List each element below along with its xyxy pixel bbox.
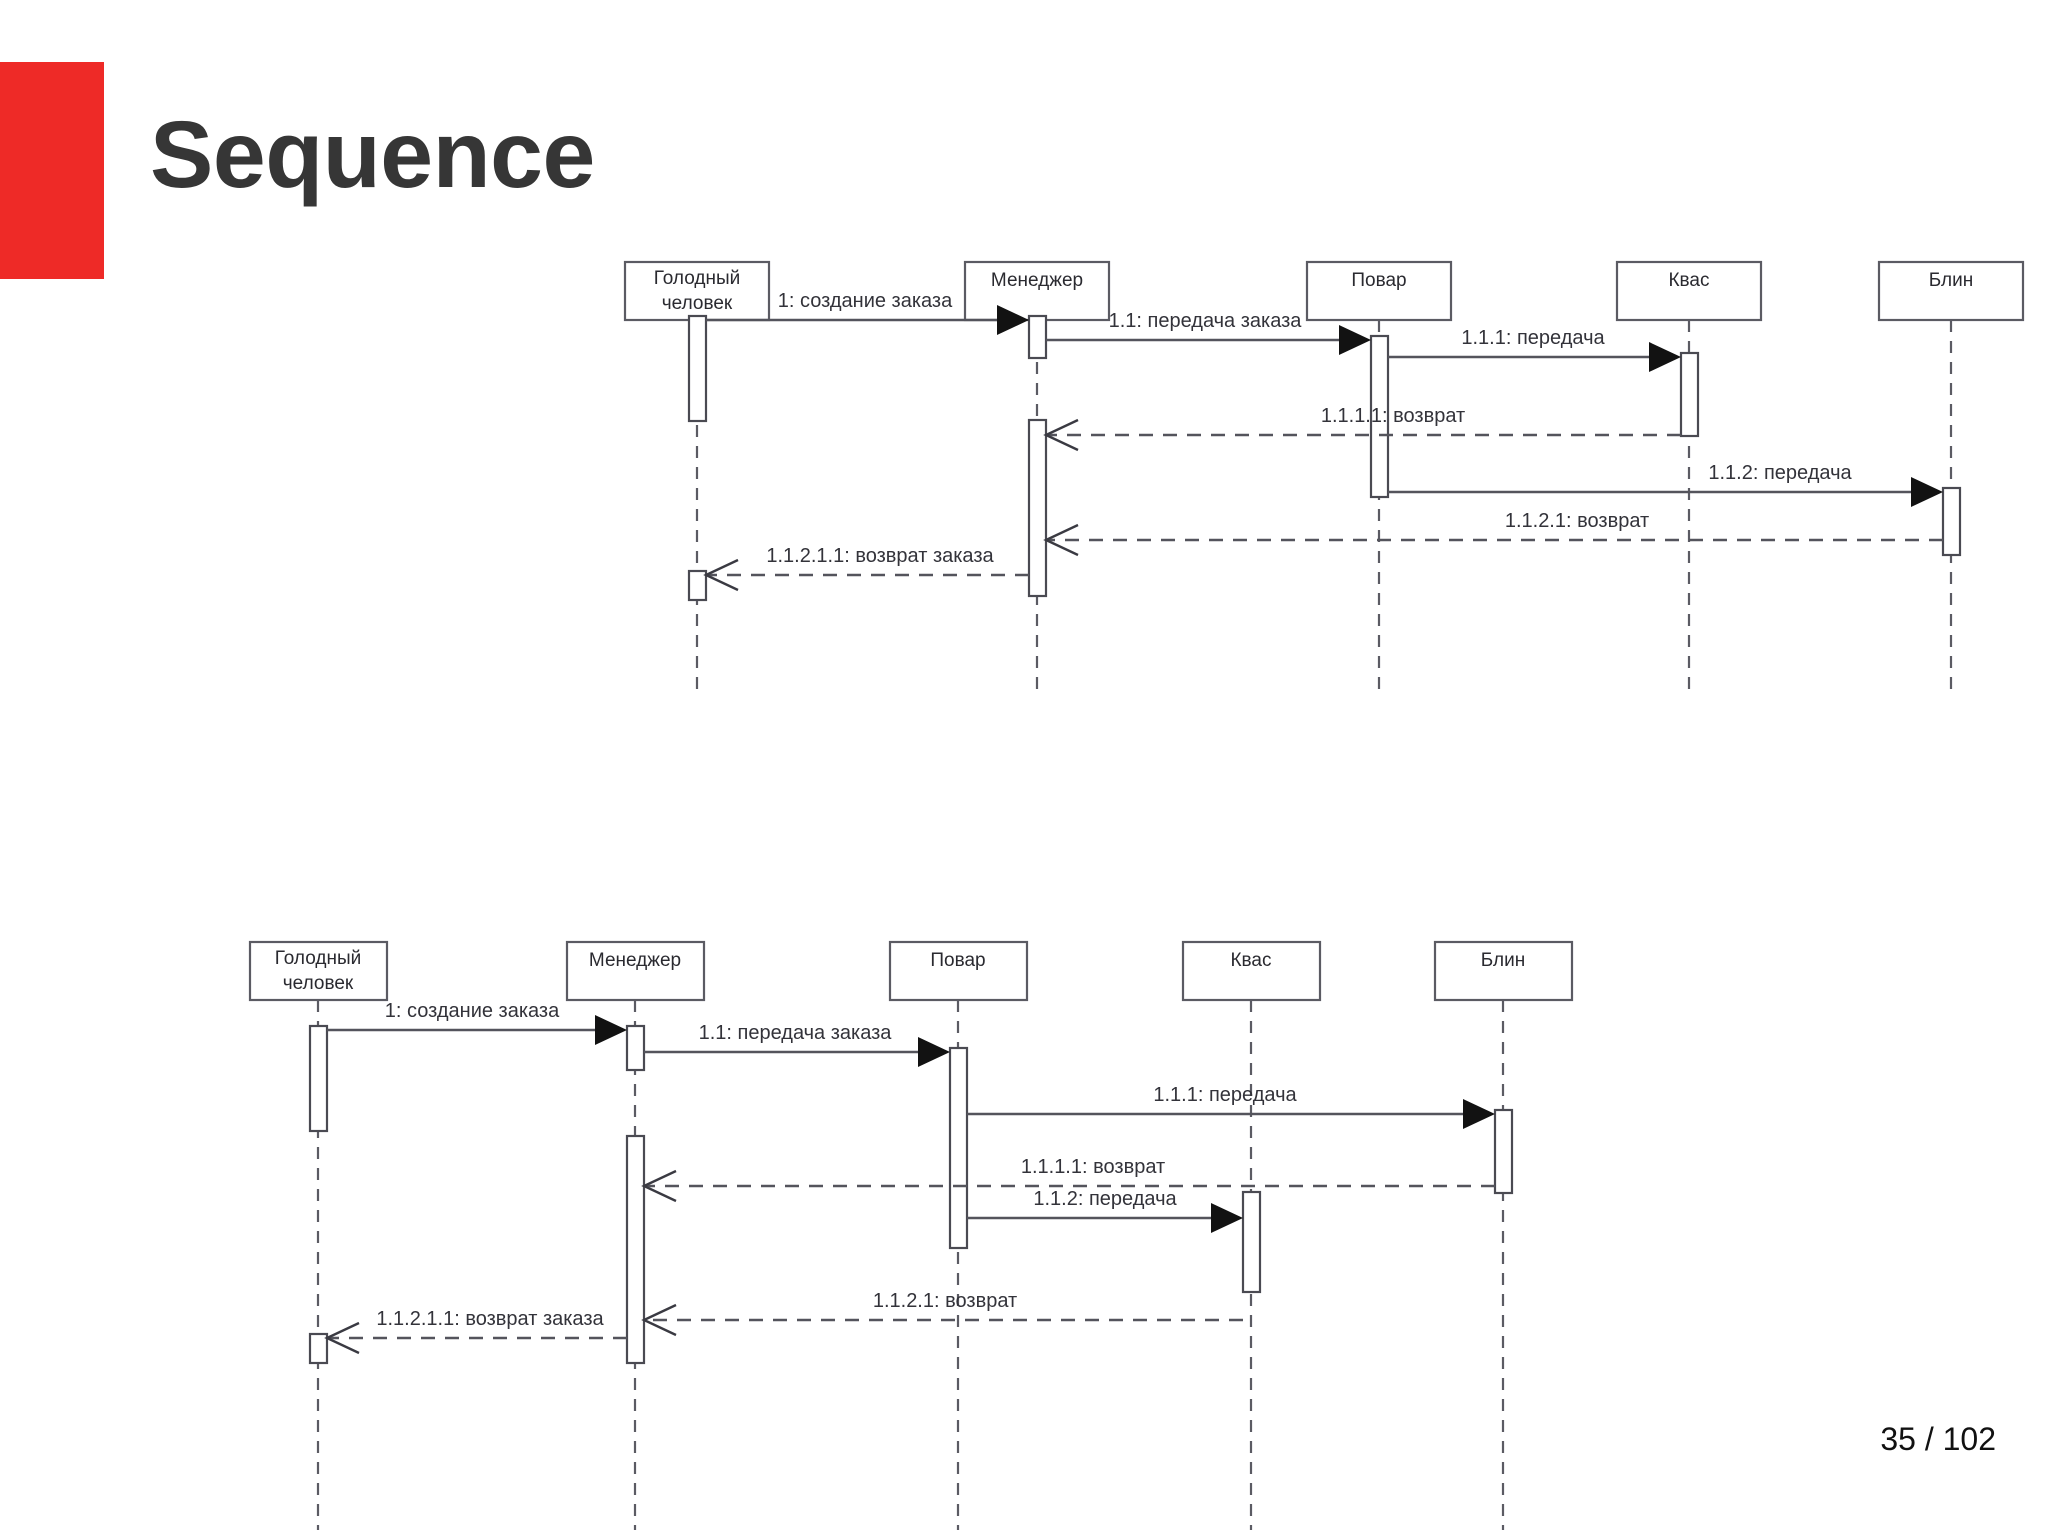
message-1-1-arrowhead <box>918 1037 950 1067</box>
message-1-1-2-arrowhead <box>1911 477 1943 507</box>
message-1-1-2-1-1-label: 1.1.2.1.1: возврат заказа <box>766 545 994 567</box>
lifeline-box-cook[interactable] <box>1305 260 1453 322</box>
lifeline-box-blin[interactable] <box>1877 260 2025 322</box>
message-1-1-2-label: 1.1.2: передача <box>1708 462 1852 484</box>
message-1-1-2[interactable]: 1.1.2: передача <box>967 1188 1243 1233</box>
activation-manager-second <box>625 1134 646 1365</box>
activation-blin <box>1941 486 1962 557</box>
message-1-1-1-1[interactable]: 1.1.1.1: возврат <box>641 1156 1495 1203</box>
sequence-diagram-bottom: Голодный человек Менеджер Повар Квас Бли… <box>0 930 2048 1536</box>
message-1-arrowhead <box>595 1015 627 1045</box>
message-1-1-2[interactable]: 1.1.2: передача <box>1388 462 1943 507</box>
message-1-1-1-1-arrowhead <box>641 1169 677 1203</box>
message-1-1-1-1[interactable]: 1.1.1.1: возврат <box>1043 405 1681 452</box>
page-title: Sequence <box>150 102 595 208</box>
message-1-1-1-1-label: 1.1.1.1: возврат <box>1021 1156 1165 1178</box>
message-1-1-2-1-arrowhead <box>641 1303 677 1337</box>
activation-cook <box>948 1046 969 1250</box>
lifeline-box-manager[interactable] <box>963 260 1111 322</box>
message-1-1-1-label: 1.1.1: передача <box>1461 327 1605 349</box>
lifeline-label-kvass: Квас <box>1668 270 1709 291</box>
lifeline-box-customer[interactable] <box>623 260 771 322</box>
message-1-1-1[interactable]: 1.1.1: передача <box>967 1084 1495 1129</box>
activation-customer-main <box>308 1024 329 1133</box>
message-1-1-2-1-1-arrowhead <box>324 1321 360 1355</box>
message-1-1-2-label: 1.1.2: передача <box>1033 1188 1177 1210</box>
message-1-1-label: 1.1: передача заказа <box>1109 310 1303 332</box>
lifeline-box-blin[interactable] <box>1433 940 1574 1002</box>
message-1-1-2-1-label: 1.1.2.1: возврат <box>873 1290 1017 1312</box>
lifeline-box-manager[interactable] <box>565 940 706 1002</box>
lifeline-label-customer-line2: человек <box>662 293 733 314</box>
lifeline-label-blin: Блин <box>1929 270 1973 291</box>
lifeline-box-cook[interactable] <box>888 940 1029 1002</box>
message-1-1-2-1-arrowhead <box>1043 523 1079 557</box>
lifeline-label-customer-line1: Голодный <box>654 268 740 289</box>
message-1-label: 1: создание заказа <box>385 1000 560 1022</box>
message-1-1-label: 1.1: передача заказа <box>699 1022 893 1044</box>
activation-manager-first <box>1027 314 1048 360</box>
activation-kvass <box>1241 1190 1262 1294</box>
message-1-1-1-arrowhead <box>1463 1099 1495 1129</box>
message-1-1-1-1-arrowhead <box>1043 418 1079 452</box>
activation-customer-return <box>308 1332 329 1365</box>
message-1-1-2-1-label: 1.1.2.1: возврат <box>1505 510 1649 532</box>
message-1-1[interactable]: 1.1: передача заказа <box>1046 310 1371 355</box>
message-1[interactable]: 1: создание заказа <box>706 290 1029 335</box>
lifeline-label-customer-line2: человек <box>283 973 354 994</box>
page-counter: 35 / 102 <box>1880 1421 1996 1457</box>
activation-customer-return <box>687 569 708 602</box>
activation-cook <box>1369 334 1390 499</box>
lifeline-label-manager: Менеджер <box>991 270 1083 291</box>
message-1-1-1-label: 1.1.1: передача <box>1153 1084 1297 1106</box>
activation-manager-first <box>625 1024 646 1072</box>
lifeline-label-cook: Повар <box>930 950 985 971</box>
message-1-1-1-1-label: 1.1.1.1: возврат <box>1321 405 1465 427</box>
message-1-1-2-arrowhead <box>1211 1203 1243 1233</box>
message-1-1-2-1[interactable]: 1.1.2.1: возврат <box>641 1290 1243 1337</box>
message-1-1-2-1-1-label: 1.1.2.1.1: возврат заказа <box>376 1308 604 1330</box>
message-1-1-1[interactable]: 1.1.1: передача <box>1388 327 1681 372</box>
message-1-1-2-1-1[interactable]: 1.1.2.1.1: возврат заказа <box>703 545 1029 592</box>
message-1[interactable]: 1: создание заказа <box>327 1000 627 1045</box>
lifeline-label-customer-line1: Голодный <box>275 948 361 969</box>
activation-blin <box>1493 1108 1514 1195</box>
lifeline-box-kvass[interactable] <box>1181 940 1322 1002</box>
activation-kvass <box>1679 351 1700 438</box>
message-1-1-1-arrowhead <box>1649 342 1681 372</box>
message-1-1[interactable]: 1.1: передача заказа <box>644 1022 950 1067</box>
lifeline-label-blin: Блин <box>1481 950 1525 971</box>
red-accent-bar <box>0 62 104 279</box>
message-1-1-2-1-1[interactable]: 1.1.2.1.1: возврат заказа <box>324 1308 627 1355</box>
message-1-1-arrowhead <box>1339 325 1371 355</box>
message-1-arrowhead <box>997 305 1029 335</box>
message-1-1-2-1[interactable]: 1.1.2.1: возврат <box>1043 510 1943 557</box>
sequence-diagram-top: Голодный человек Менеджер Повар Квас Бли… <box>0 250 2048 700</box>
lifeline-label-cook: Повар <box>1351 270 1406 291</box>
lifeline-box-customer[interactable] <box>248 940 389 1002</box>
activation-manager-second <box>1027 418 1048 598</box>
lifeline-box-kvass[interactable] <box>1615 260 1763 322</box>
message-1-label: 1: создание заказа <box>778 290 953 312</box>
activation-customer-main <box>687 314 708 423</box>
message-1-1-2-1-1-arrowhead <box>703 558 739 592</box>
lifeline-label-kvass: Квас <box>1230 950 1271 971</box>
lifeline-label-manager: Менеджер <box>589 950 681 971</box>
